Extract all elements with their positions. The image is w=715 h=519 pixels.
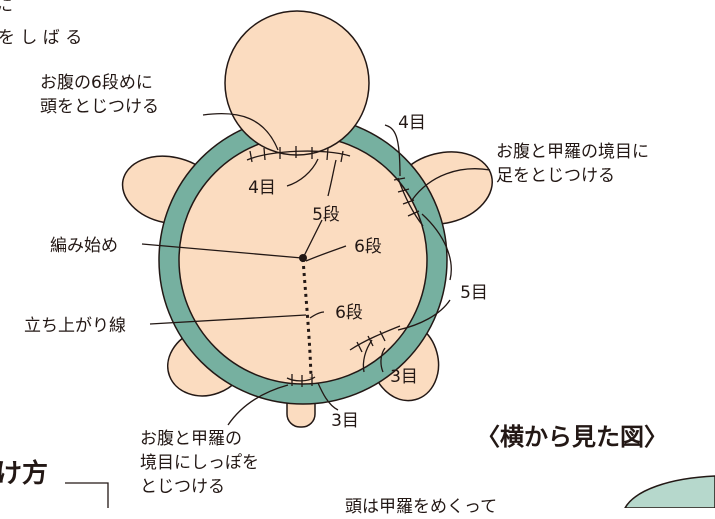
label-start: 編み始め [50,236,118,256]
leader-5dan-to-start [303,219,323,257]
label-5me: 5目 [460,283,488,303]
leader-start [141,243,303,259]
label-top-cut-line1: に [0,0,13,16]
leader-head-attach [202,112,279,151]
leader-6dan-upper [305,245,347,262]
label-4me-top: 4目 [398,113,426,133]
rise-line-dotted [301,258,313,379]
label-3me-right: 3目 [390,367,418,387]
leader-tail-attach [227,384,289,426]
leader-3me-right-b [362,339,373,373]
turtle-assembly-diagram [65,10,715,508]
label-6dan-lower: 6段 [335,303,363,323]
label-rise-line: 立ち上がり線 [24,316,126,336]
label-leg-attach: お腹と甲羅の境目に 足をとじつける [496,142,649,186]
head-stitch-arc [246,150,351,161]
label-6dan-upper: 6段 [354,237,382,257]
label-4me-left: 4目 [248,178,276,198]
leg-lowerright-stitch-arc [349,325,401,351]
section-title-partial: け方 [0,459,49,489]
side-view-title: 〈横から見た図〉 [476,423,668,451]
leader-5me [421,213,452,281]
label-tail-attach: お腹と甲羅の 境目にしっぽを とじつける [140,429,259,497]
head [224,10,370,156]
label-3me-bottom: 3目 [331,411,359,431]
label-top-cut: を し ば る [0,28,83,48]
leader-3me-right [380,347,386,373]
leader-5me-low [397,299,451,331]
start-dot [299,254,307,262]
leader-6dan-lower [309,311,325,319]
label-5dan: 5段 [312,205,340,225]
leader-4me-left [286,158,319,187]
leader-5dan [327,159,337,197]
leader-leg-attach [411,168,491,201]
label-head-attach: お腹の6段めに 頭をとじつける [40,73,159,117]
bottom-note-partial: 頭は甲羅をめくって [345,497,498,517]
section-bracket [65,482,109,508]
leader-3me-bottom [317,382,339,411]
leg-right-stitch-arc [397,177,424,227]
leader-4me-top [384,124,401,177]
leader-rise-line [149,314,307,325]
